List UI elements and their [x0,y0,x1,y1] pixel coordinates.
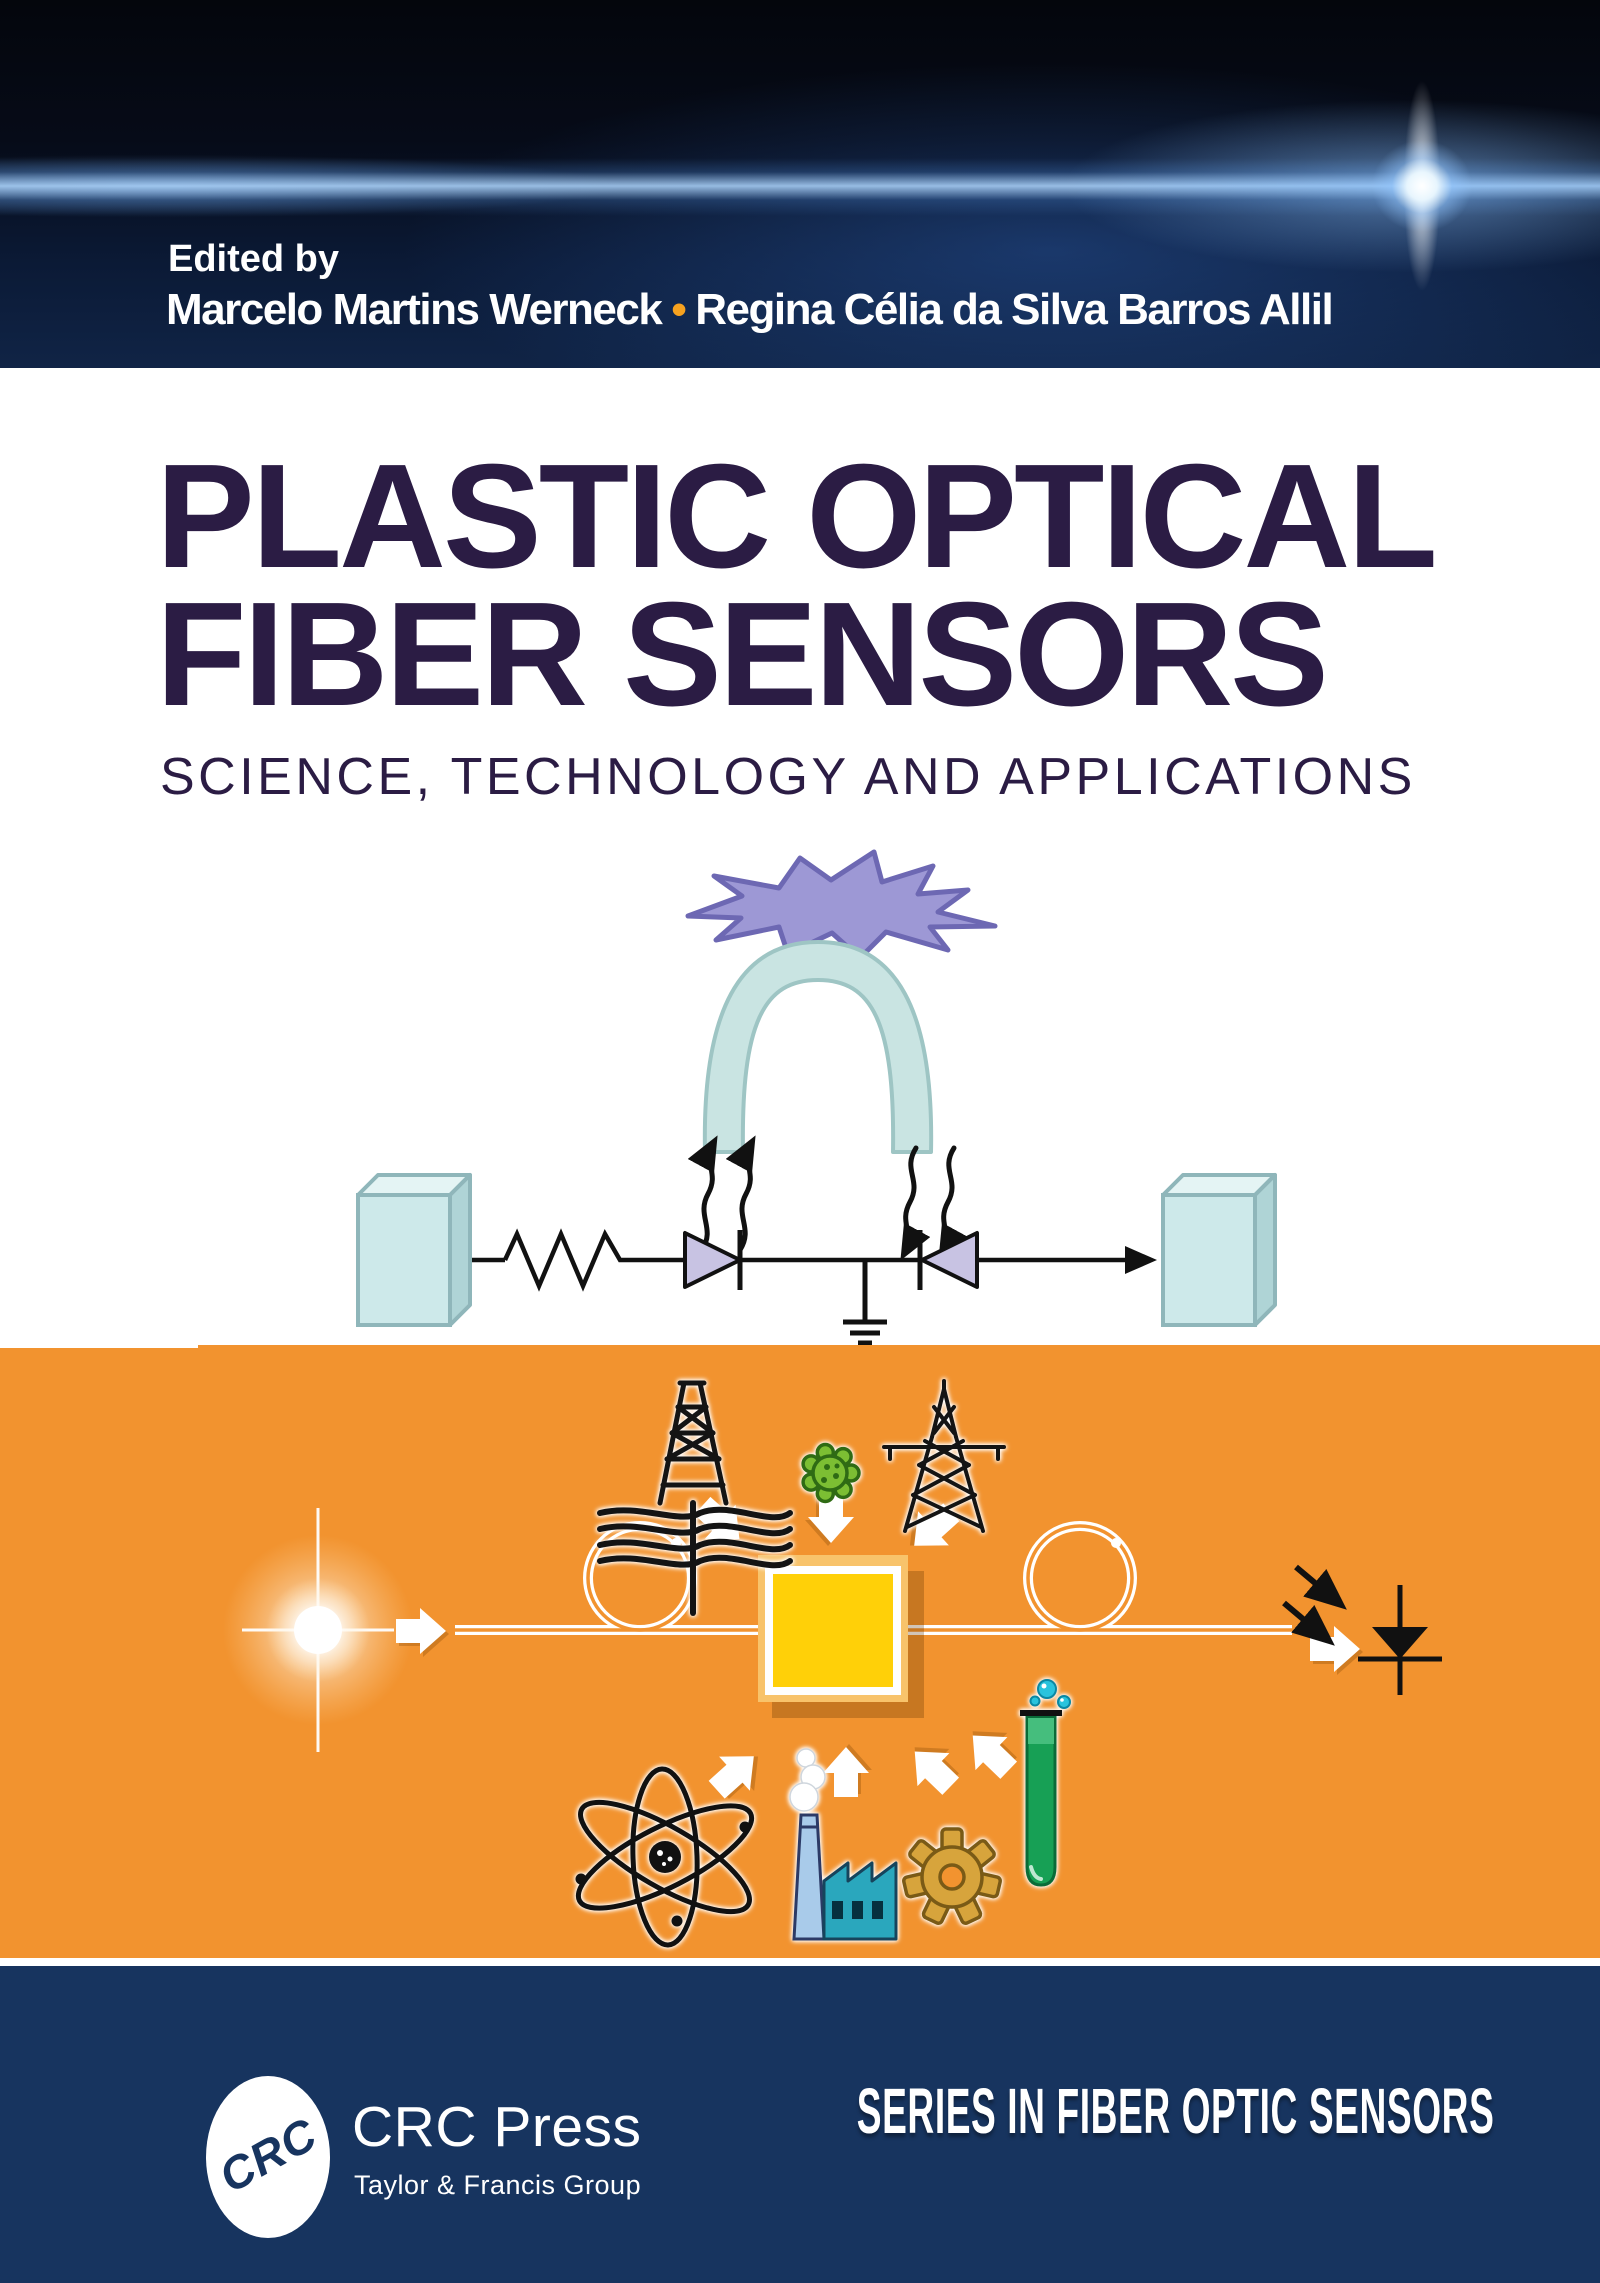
fiber-link-right [906,1521,1292,1635]
emi-burst-icon [685,849,998,961]
sensor-system-diagram [223,1379,1442,1948]
power-tower-icon [882,1379,1006,1533]
band-edge-step [0,1345,198,1348]
publisher-tagline: Taylor & Francis Group [354,2170,642,2200]
book-title-line-1: PLASTIC OPTICAL [156,434,1438,599]
arrow-from-factory [823,1744,872,1797]
connector-cube-left [356,1173,472,1327]
factory-icon [789,1748,898,1941]
arrow-from-atom [701,1737,774,1810]
oil-derrick-icon [597,1380,793,1616]
wire-arrowhead [1125,1246,1157,1274]
publisher-name: CRC Press [352,2095,642,2159]
book-title-line-2: FIBER SENSORS [156,572,1329,737]
circuit-wire [450,1228,1125,1346]
editor-name-2: Regina Célia da Silva Barros Allil [695,285,1333,334]
bent-fiber-arch [702,940,934,1154]
editor-name-1: Marcelo Martins Werneck [166,285,663,334]
editors-line: Marcelo Martins Werneck•Regina Célia da … [166,285,1334,335]
arrow-from-testtube [954,1714,1027,1787]
photodiode-symbol [917,1230,979,1290]
edited-by-label: Edited by [168,238,340,280]
emi-arrows-left [687,1135,756,1253]
photodiode-icon [1282,1564,1442,1695]
gear-icon [902,1827,1002,1925]
ground-symbol [843,1260,887,1346]
emi-arrows-right [900,1145,969,1261]
book-subtitle: SCIENCE, TECHNOLOGY AND APPLICATIONS [160,748,1416,806]
crc-logo: CRC [206,2076,330,2238]
editor-separator-bullet: • [671,285,686,334]
resistor-symbol [502,1228,685,1292]
header-lens-flare-band [0,0,1600,368]
test-tube-icon [1020,1679,1071,1887]
virus-icon [801,1442,861,1504]
sensor-box [758,1555,924,1718]
connector-cube-right [1161,1173,1277,1327]
series-title: SERIES IN FIBER OPTIC SENSORS [856,2075,1494,2147]
footer-separator-line [0,1958,1600,1966]
atom-icon [575,1766,755,1948]
light-source-star [223,1508,413,1752]
led-symbol [683,1230,743,1290]
fiber-bend-emi-illustration [356,849,1277,1346]
crc-logo-monogram: CRC [210,2107,326,2203]
arrow-from-gear [896,1730,969,1803]
